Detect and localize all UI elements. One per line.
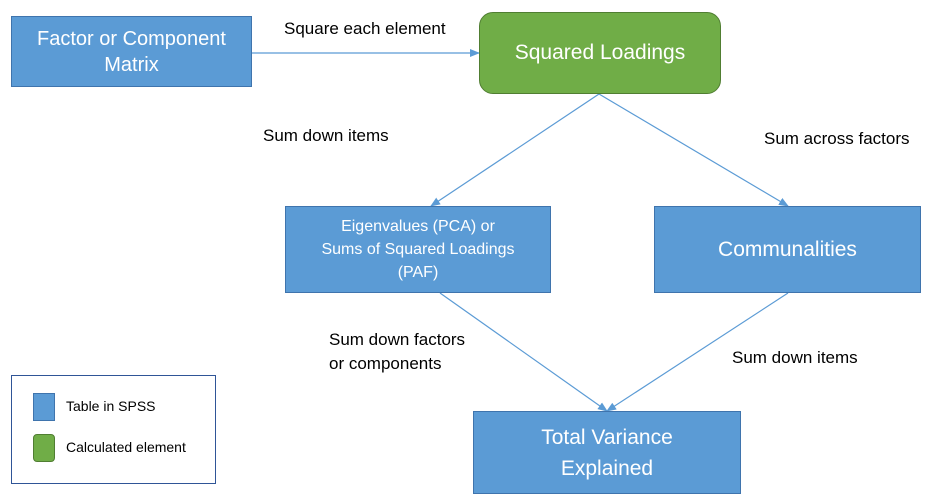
legend-calculated-swatch — [33, 434, 55, 462]
edge-squared-to-eigen — [430, 93, 600, 207]
label-sum-across-factors: Sum across factors — [764, 129, 910, 148]
communalities-node: Communalities — [654, 206, 921, 293]
label-sum-down-factors-line-1: Sum down factors — [329, 330, 466, 349]
legend-table-label: Table in SPSS — [66, 398, 156, 414]
eigenvalues-line-2: Sums of Squared Loadings — [321, 241, 515, 258]
edge-eigen-to-total — [439, 292, 608, 412]
factor-matrix-node: Factor or Component Matrix — [11, 16, 252, 87]
edge-communalities-to-total — [606, 292, 789, 412]
eigenvalues-node: Eigenvalues (PCA) or Sums of Squared Loa… — [285, 206, 551, 293]
factor-matrix-line-1: Factor or Component — [37, 27, 226, 50]
label-sum-down-factors: Sum down factors or components — [329, 328, 465, 376]
squared-loadings-node: Squared Loadings — [479, 12, 721, 94]
label-sum-down-items-left: Sum down items — [263, 126, 389, 145]
total-variance-node: Total Variance Explained — [473, 411, 741, 494]
edge-squared-to-communalities — [598, 93, 789, 207]
eigenvalues-line-3: (PAF) — [397, 264, 439, 281]
legend-calculated-label: Calculated element — [66, 439, 186, 455]
label-square-each-element: Square each element — [284, 19, 446, 38]
label-sum-down-factors-line-2: or components — [329, 354, 442, 373]
squared-loadings-label: Squared Loadings — [514, 41, 686, 64]
factor-matrix-line-2: Matrix — [104, 53, 159, 76]
total-variance-line-2: Explained — [560, 456, 654, 480]
legend-table-swatch — [33, 393, 55, 421]
total-variance-line-1: Total Variance — [541, 425, 673, 449]
eigenvalues-line-1: Eigenvalues (PCA) or — [341, 218, 495, 235]
legend: Table in SPSS Calculated element — [11, 375, 216, 484]
communalities-label: Communalities — [718, 237, 857, 261]
label-sum-down-items-right: Sum down items — [732, 348, 858, 367]
